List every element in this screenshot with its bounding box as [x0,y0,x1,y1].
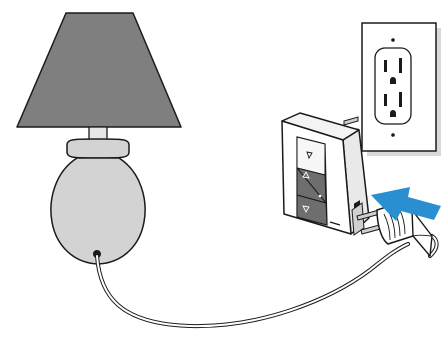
lower-indicator-icon [302,205,310,213]
lamp-base [50,138,146,265]
led-dot [318,194,322,198]
lamp-plug [356,201,433,257]
plug-in-dimmer-module [281,112,370,236]
on-indicator-icon [306,151,313,160]
raise-indicator-icon [302,171,310,179]
wall-outlet [361,22,441,156]
insert-arrow-icon [371,187,441,221]
dimmer-control-panel [296,136,328,226]
lamp-cord [95,234,439,329]
off-button [296,194,328,226]
lamp-shade [16,12,182,128]
brand-mark [329,221,341,226]
